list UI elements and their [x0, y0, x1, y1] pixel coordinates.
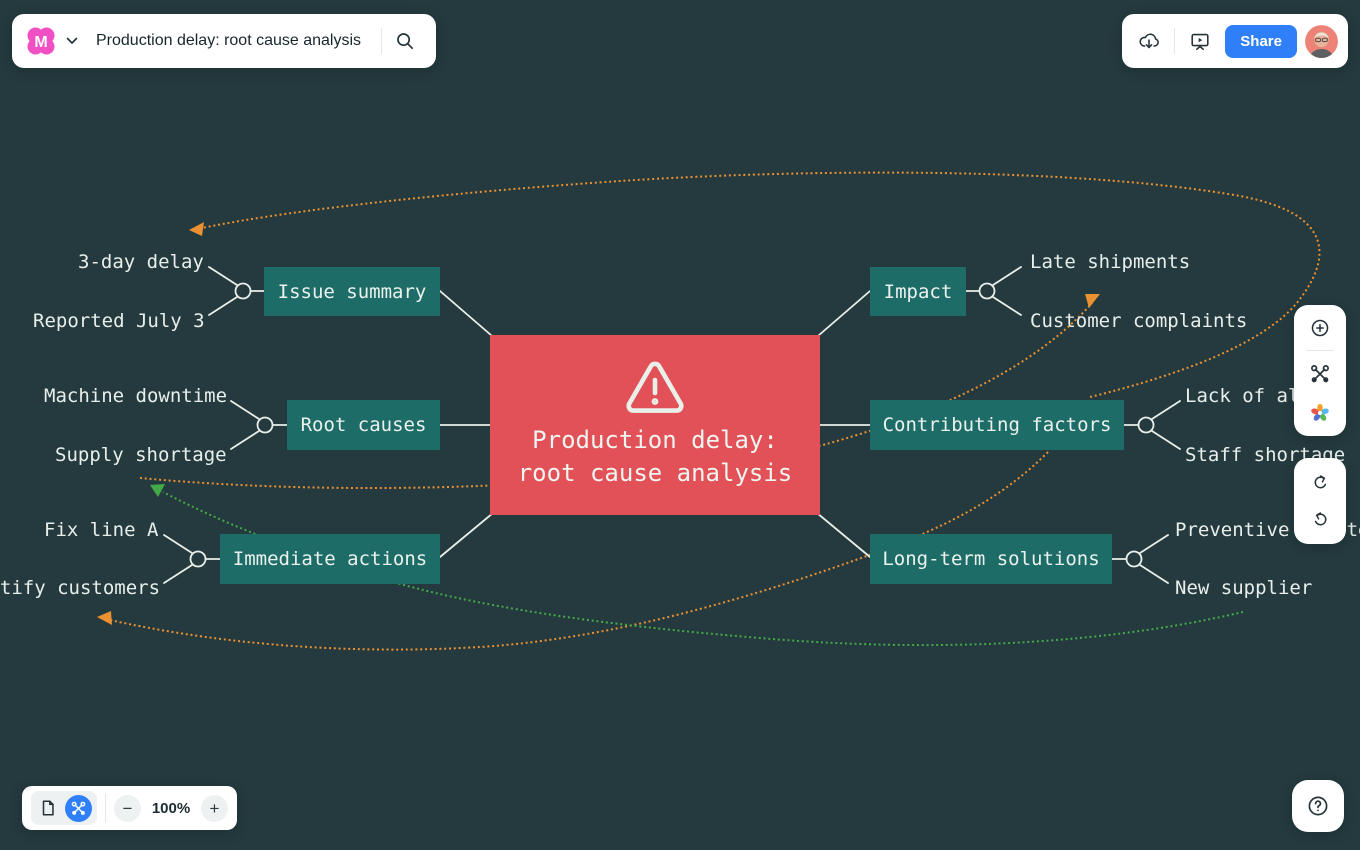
collapse-toggle[interactable] — [256, 416, 274, 434]
mindmap-view-icon[interactable] — [65, 794, 92, 822]
warning-triangle-icon — [624, 360, 686, 418]
app-logo-icon[interactable]: M — [26, 26, 56, 56]
svg-text:M: M — [34, 34, 47, 51]
history-panel — [1294, 458, 1346, 544]
divider — [1306, 350, 1334, 352]
connector-arrowheads — [97, 222, 1100, 625]
zoom-in-button[interactable]: + — [201, 794, 228, 822]
node-central-topic[interactable]: Production delay: root cause analysis — [490, 335, 820, 515]
question-circle-icon — [1306, 794, 1330, 818]
help-button[interactable] — [1292, 780, 1344, 832]
board-title[interactable]: Production delay: root cause analysis — [96, 32, 362, 49]
central-topic-title-line2: root cause analysis — [517, 459, 793, 487]
divider — [105, 793, 106, 823]
connector-top-ellipse[interactable] — [201, 171, 1321, 398]
search-icon[interactable] — [388, 24, 422, 58]
leaf-machine-downtime[interactable]: Machine downtime — [44, 385, 228, 407]
view-mode-segment — [31, 791, 97, 825]
collapse-toggle[interactable] — [234, 282, 252, 300]
divider — [1174, 28, 1176, 54]
leaf-fix-line-a[interactable]: Fix line A — [44, 519, 159, 541]
collapse-toggle[interactable] — [189, 550, 207, 568]
board-header-bar: M Production delay: root cause analysis — [12, 14, 437, 68]
leaf-new-supplier[interactable]: New supplier — [1175, 577, 1313, 599]
collapse-toggle[interactable] — [1137, 416, 1155, 434]
arrowhead — [150, 484, 165, 497]
divider — [381, 28, 383, 54]
leaf-3-day-delay[interactable]: 3-day delay — [78, 251, 204, 273]
central-topic-title-line1: Production delay: — [532, 426, 778, 454]
zoom-out-button[interactable]: − — [114, 794, 141, 822]
undo-icon[interactable] — [1303, 503, 1337, 537]
arrowhead — [189, 222, 204, 236]
leaf-supply-shortage[interactable]: Supply shortage — [55, 444, 227, 466]
add-circle-icon[interactable] — [1303, 311, 1337, 345]
node-immediate-actions[interactable]: Immediate actions — [220, 534, 440, 584]
mindmap-icon[interactable] — [1303, 357, 1337, 391]
arrowhead — [1085, 294, 1100, 308]
share-toolbar: Share — [1122, 14, 1348, 68]
redo-icon[interactable] — [1303, 466, 1337, 500]
export-cloud-icon[interactable] — [1132, 24, 1166, 58]
node-issue-summary[interactable]: Issue summary — [264, 267, 440, 316]
canvas-tools-panel — [1294, 305, 1346, 436]
arrowhead — [97, 611, 112, 625]
leaf-customer-complaints[interactable]: Customer complaints — [1030, 310, 1248, 332]
leaf-late-shipments[interactable]: Late shipments — [1030, 251, 1191, 273]
apps-flower-icon[interactable] — [1303, 396, 1337, 430]
leaf-reported-july-3[interactable]: Reported July 3 — [33, 310, 205, 332]
document-view-icon[interactable] — [36, 796, 60, 820]
node-long-term-solutions[interactable]: Long-term solutions — [870, 534, 1112, 584]
share-button[interactable]: Share — [1225, 24, 1297, 58]
zoom-toolbar: − 100% + — [22, 786, 237, 830]
collapse-toggle[interactable] — [1125, 550, 1143, 568]
leaf-notify-customers[interactable]: Notify customers — [0, 577, 161, 599]
present-icon[interactable] — [1183, 24, 1217, 58]
zoom-level[interactable]: 100% — [151, 799, 191, 817]
connector-supply-to-impact[interactable] — [139, 302, 1093, 490]
node-root-causes[interactable]: Root causes — [287, 400, 440, 450]
chevron-down-icon[interactable] — [62, 24, 82, 58]
tree-links — [163, 266, 1181, 584]
avatar[interactable] — [1305, 24, 1338, 58]
node-impact[interactable]: Impact — [870, 267, 966, 316]
node-contributing-factors[interactable]: Contributing factors — [870, 400, 1124, 450]
collapse-toggle[interactable] — [978, 282, 996, 300]
